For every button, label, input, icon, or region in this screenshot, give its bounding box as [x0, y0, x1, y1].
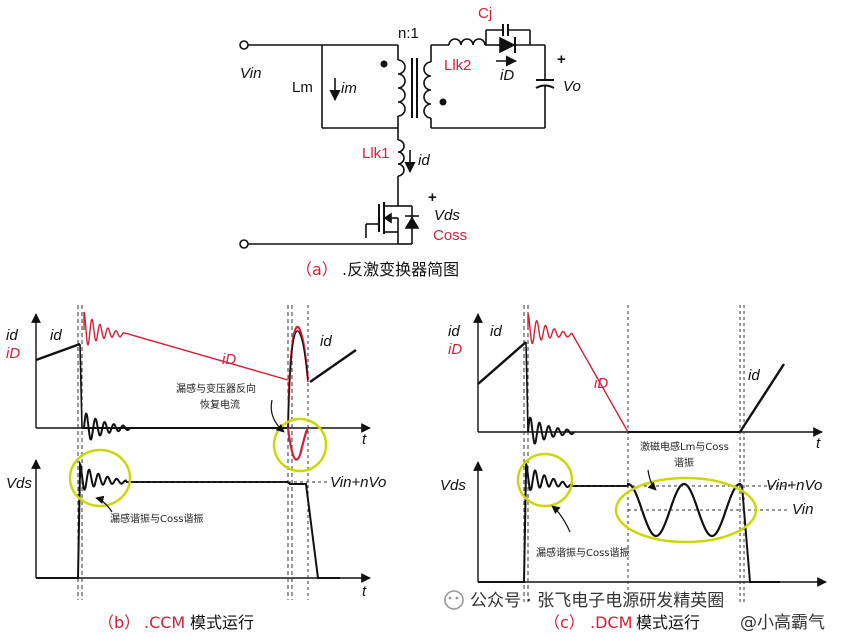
wechat-icon — [444, 590, 464, 610]
ccm-id-right-label: id — [320, 333, 332, 350]
dcm-iD-mid-label: iD — [594, 375, 608, 392]
vo-plus: + — [557, 51, 566, 68]
primary-winding — [397, 59, 406, 117]
vin-label: Vin — [240, 65, 261, 82]
polarity-dot-primary — [380, 60, 388, 68]
dcm-vin-nvo-label: Vin+nVo — [766, 477, 822, 494]
llk1-inductor — [397, 139, 405, 177]
dcm-vin-label: Vin — [792, 501, 813, 518]
ccm-id-wave-label: id — [50, 327, 62, 344]
watermark-line-1: 公众号 · 张飞电子电源研发精英圈 — [470, 591, 724, 611]
dcm-waveforms — [473, 305, 827, 602]
cj-label: Cj — [478, 5, 492, 22]
watermark-line-2: @小高霸气 — [740, 613, 825, 633]
ccm-iD-axis-label: iD — [6, 345, 20, 362]
vds-plus: + — [428, 189, 437, 206]
iD-circuit-label: iD — [500, 67, 514, 84]
watermark: 公众号 · 张飞电子电源研发精英圈 @小高霸气 — [444, 590, 825, 633]
vds-circuit-label: Vds — [434, 207, 460, 224]
dcm-note-lm-1: 激磁电感Lm与Coss — [640, 440, 729, 453]
ccm-spike-highlight — [272, 417, 328, 473]
ccm-waveforms — [31, 305, 371, 600]
caption-b-text: 模式运行 — [190, 613, 254, 632]
llk1-label: Llk1 — [362, 145, 390, 162]
dcm-note-lm-2: 谐振 — [674, 456, 694, 469]
ccm-vds-axis-label: Vds — [6, 475, 32, 492]
dcm-t1-label: t — [816, 435, 821, 452]
ccm-note-resonance-2: 恢复电流 — [200, 398, 240, 411]
ccm-id-axis-label: id — [6, 327, 18, 344]
lm-label: Lm — [292, 79, 313, 96]
dcm-note-coss: 漏感谐振与Coss谐振 — [536, 546, 630, 559]
llk2-inductor — [448, 38, 486, 46]
llk2-label: Llk2 — [444, 57, 472, 74]
dcm-id-wave-label: id — [490, 323, 502, 340]
caption-a-index: （a） — [296, 260, 338, 279]
polarity-dot-secondary — [439, 98, 447, 106]
caption-c-mode: .DCM — [590, 613, 632, 632]
ccm-note-resonance-1: 漏感与变压器反向 — [176, 382, 256, 395]
vo-label: Vo — [563, 78, 581, 95]
ccm-vds-ringing-highlight — [68, 448, 132, 508]
ccm-vin-nvo-label: Vin+nVo — [330, 474, 386, 491]
im-label: im — [341, 80, 357, 97]
dcm-lm-resonance-highlight — [614, 476, 758, 544]
flyback-circuit — [239, 24, 555, 249]
vin-terminal-top — [239, 40, 249, 50]
id-circuit-label: id — [418, 152, 430, 169]
vin-terminal-bottom — [239, 239, 249, 249]
diode — [499, 36, 516, 54]
dcm-vds-axis-label: Vds — [440, 477, 466, 494]
caption-c-text: 模式运行 — [636, 613, 700, 632]
ccm-iD-mid-label: iD — [222, 351, 236, 368]
ccm-note-coss: 漏感谐振与Coss谐振 — [110, 512, 204, 525]
ccm-t1-label: t — [362, 431, 367, 448]
coss-label: Coss — [433, 227, 467, 244]
dcm-iD-axis-label: iD — [448, 341, 462, 358]
caption-c-index: （c） — [544, 613, 585, 632]
turns-ratio: n:1 — [398, 25, 419, 42]
secondary-winding — [423, 61, 432, 119]
caption-b-index: （b） — [98, 613, 140, 632]
dcm-vds-ringing-highlight — [516, 452, 574, 508]
ccm-t2-label: t — [362, 583, 367, 600]
caption-a-text: .反激变换器简图 — [342, 260, 459, 279]
dcm-id-right-label: id — [748, 367, 760, 384]
dcm-id-axis-label: id — [448, 323, 460, 340]
caption-b-mode: .CCM — [144, 613, 185, 632]
